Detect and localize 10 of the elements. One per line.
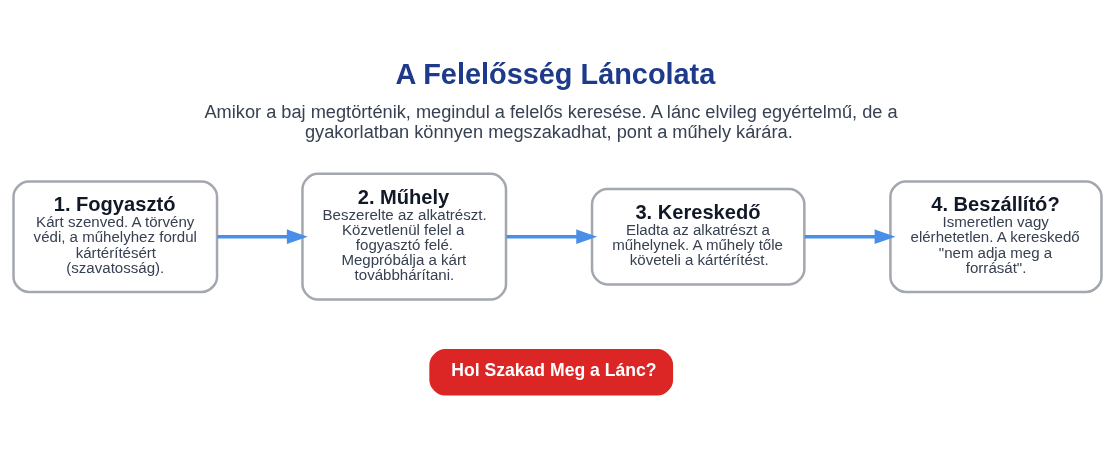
node-box: 2. Műhely Beszerelte az alkatrészt. Közvetlenül felel a fogyasztó felé. Megpróbálja a kárt továbbhárítani.: [301, 172, 508, 301]
node-box: 1. Fogyasztó Kárt szenved. A törvény védi, a műhelyhez fordul kártérítésért (szavatosság).: [12, 179, 219, 293]
label: Amikor a baj megtörténik, megindul a felelős keresése. A lánc elvileg egyértelmű, de a gyakorlatban könnyen megszakadhat, pont a műhely kárára.: [204, 101, 898, 142]
node-box: Hol Szakad Meg a Lánc?: [429, 348, 674, 396]
node-box: 4. Beszállító? Ismeretlen vagy elérhetetlen. A kereskedő "nem adja meg a forrását".: [889, 179, 1103, 293]
node-box: 3. Kereskedő Eladta az alkatrészt a műhelynek. A műhely tőle követeli a kártérítést.: [590, 187, 806, 286]
diagram-title: A Felelősség Láncolata: [395, 57, 716, 90]
arrow: [506, 228, 598, 244]
arrow: [217, 228, 308, 244]
arrow: [804, 228, 896, 244]
